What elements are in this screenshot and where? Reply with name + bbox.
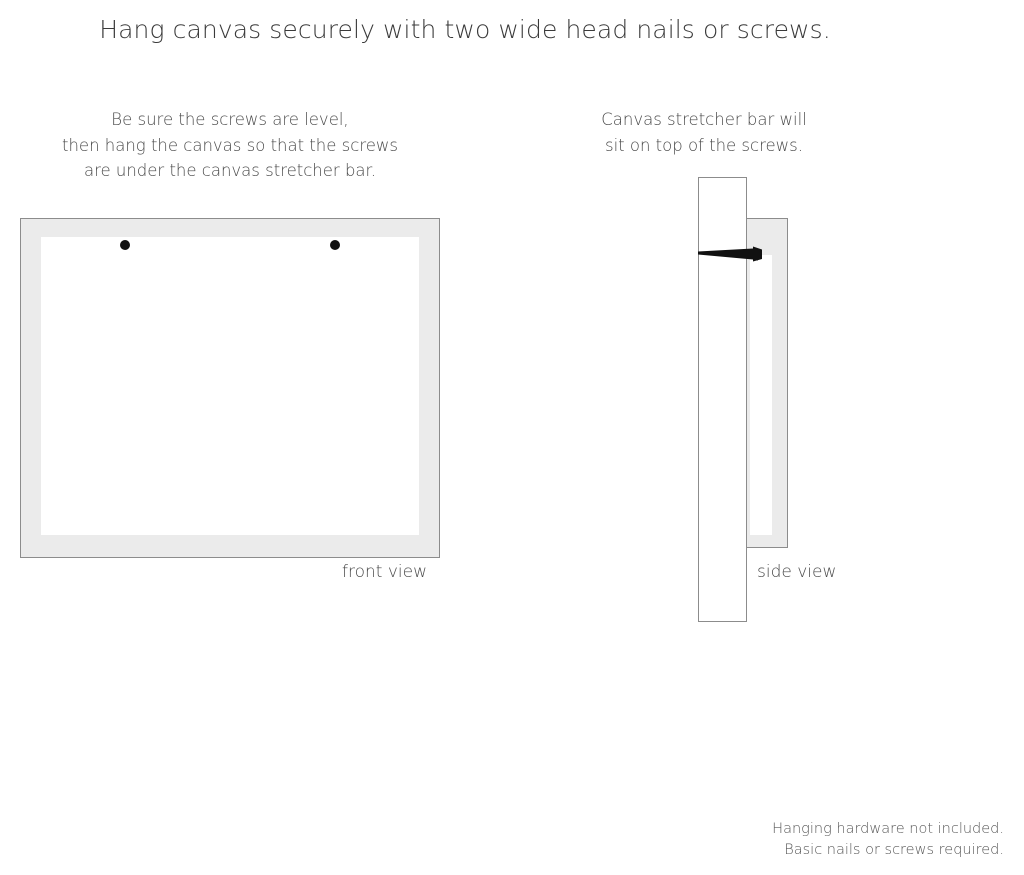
canvas-face-front [41,237,419,535]
front-view-label: front view [342,562,427,582]
front-view-caption-line-3: are under the canvas stretcher bar. [83,161,377,180]
side-view-label: side view [757,562,837,582]
front-view-caption-line-2: then hang the canvas so that the screws [62,135,398,155]
screw-dot-left-icon [120,240,130,250]
side-view-caption: Canvas stretcher bar will sit on top of … [580,107,828,158]
footnote-line-1: Hanging hardware not included. [772,821,1004,837]
front-view-caption: Be sure the screws are level, then hang … [20,107,440,184]
canvas-stretcher-bar-inner-side [750,255,772,535]
wall-screw-icon [698,246,762,262]
side-view-caption-line-2: sit on top of the screws. [604,135,804,155]
screw-dot-right-icon [330,240,340,250]
page-title: Hang canvas securely with two wide head … [99,15,831,44]
footnote: Hanging hardware not included. Basic nai… [772,819,1004,861]
side-view-caption-line-1: Canvas stretcher bar will [601,110,807,129]
footnote-line-2: Basic nails or screws required. [784,842,1004,858]
front-view-caption-line-1: Be sure the screws are level, [111,110,349,129]
